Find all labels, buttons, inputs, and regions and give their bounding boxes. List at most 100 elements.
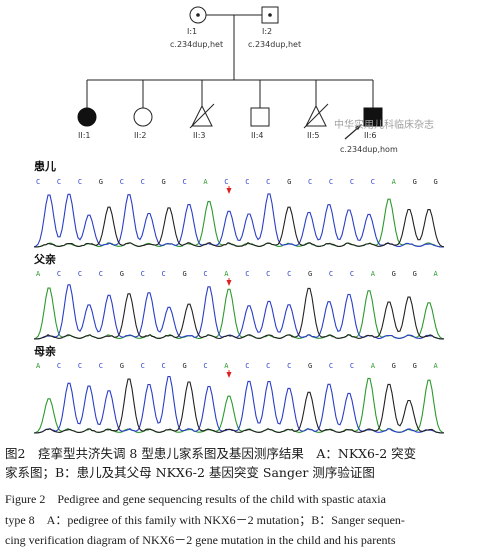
base-call: G	[98, 178, 103, 186]
base-call: C	[77, 270, 83, 278]
base-call: G	[307, 270, 313, 278]
base-call: G	[391, 362, 396, 370]
base-call: C	[56, 178, 62, 186]
base-call: C	[56, 362, 62, 370]
base-call: C	[224, 178, 229, 186]
base-call: C	[245, 362, 250, 370]
base-call: A	[224, 270, 229, 278]
chromatogram-child	[34, 186, 444, 248]
trace-C	[34, 375, 444, 434]
base-call: C	[36, 178, 41, 186]
base-call: C	[245, 270, 250, 278]
genotype-I2: c.234dup,het	[248, 40, 302, 49]
base-call: C	[161, 270, 166, 278]
base-call: G	[182, 270, 187, 278]
base-call: C	[307, 178, 313, 186]
base-call: C	[140, 362, 145, 370]
base-call: A	[203, 178, 208, 186]
panel-label-child: 患儿	[34, 160, 56, 173]
base-call: G	[391, 270, 396, 278]
pedigree-label-I2: I:2	[262, 27, 273, 36]
trace-C	[34, 193, 444, 248]
base-call: C	[98, 362, 103, 370]
caption-en-line3: cing verification diagram of NKX6－2 gene…	[5, 533, 396, 547]
base-call: G	[412, 178, 417, 186]
base-call: A	[370, 270, 375, 278]
base-call: G	[161, 178, 166, 186]
base-call: G	[287, 178, 292, 186]
base-call: C	[203, 362, 208, 370]
carrier-dot-I2	[268, 13, 272, 17]
base-call: C	[77, 362, 83, 370]
pedigree-symbol-II3	[189, 103, 215, 129]
base-call: C	[161, 362, 166, 370]
base-call: C	[119, 178, 124, 186]
genotype-II6: c.234dup,hom	[340, 145, 398, 154]
panel-label-mother: 母亲	[34, 345, 56, 358]
base-call: A	[391, 178, 396, 186]
base-call: C	[140, 178, 145, 186]
trace-G	[34, 287, 444, 340]
caption-en-line2: type 8 A：pedigree of this family with NK…	[5, 513, 405, 527]
pedigree-symbol-II4	[250, 107, 270, 127]
pedigree-label-II5: II:5	[307, 131, 320, 140]
base-call: C	[77, 178, 83, 186]
base-call: G	[412, 270, 417, 278]
base-call: C	[98, 270, 103, 278]
proband-arrow-icon	[344, 124, 362, 140]
base-call: C	[245, 178, 250, 186]
base-call: C	[266, 178, 271, 186]
trace-A	[34, 287, 444, 340]
pedigree-chart	[77, 6, 383, 140]
pedigree-symbol-II5	[303, 103, 329, 129]
pedigree-symbol-II6	[363, 107, 383, 127]
panel-label-father: 父亲	[34, 253, 56, 266]
base-call: A	[36, 362, 41, 370]
watermark-text: 中华实用儿科临床杂志	[334, 120, 434, 131]
base-call: C	[266, 362, 271, 370]
base-call: C	[266, 270, 271, 278]
trace-G	[34, 206, 444, 248]
pedigree-label-II3: II:3	[193, 131, 206, 140]
base-call: G	[119, 270, 124, 278]
caption-cn-line1: 图2 痉挛型共济失调 8 型患儿家系图及基因测序结果 A：NKX6-2 突变	[5, 446, 417, 461]
pedigree-label-II4: II:4	[251, 131, 264, 140]
pedigree-symbol-II2	[133, 107, 153, 127]
chromatogram-mother	[34, 370, 444, 434]
trace-G	[34, 378, 444, 434]
mutation-marker-icon	[226, 372, 232, 378]
base-call: A	[36, 270, 41, 278]
genotype-I1: c.234dup,het	[170, 40, 224, 49]
base-call: G	[307, 362, 313, 370]
base-call: C	[328, 270, 334, 278]
base-call: G	[182, 362, 187, 370]
mutation-marker-icon	[226, 280, 232, 286]
base-call: C	[182, 178, 187, 186]
chromatogram-father	[34, 278, 444, 340]
pedigree-label-II6: II:6	[364, 131, 377, 140]
pedigree-label-II1: II:1	[78, 131, 91, 140]
base-call: C	[349, 178, 355, 186]
base-call: C	[56, 270, 62, 278]
base-call: A	[224, 362, 229, 370]
caption-en-line1: Figure 2 Pedigree and gene sequencing re…	[5, 492, 386, 506]
base-call: C	[370, 178, 375, 186]
base-call: C	[328, 362, 334, 370]
base-call: G	[412, 362, 417, 370]
mutation-marker-icon	[226, 188, 232, 194]
pedigree-label-I1: I:1	[187, 27, 198, 36]
carrier-dot-I1	[196, 13, 200, 17]
base-call: A	[370, 362, 375, 370]
base-call: C	[349, 270, 355, 278]
base-call: C	[140, 270, 145, 278]
pedigree-symbol-II1	[77, 107, 97, 127]
base-call: A	[433, 270, 438, 278]
base-call: C	[328, 178, 334, 186]
base-call: G	[119, 362, 124, 370]
base-call: C	[287, 270, 292, 278]
trace-C	[34, 284, 444, 340]
caption-cn-line2: 家系图；B：患儿及其父母 NKX6-2 基因突变 Sanger 测序验证图	[5, 465, 375, 480]
